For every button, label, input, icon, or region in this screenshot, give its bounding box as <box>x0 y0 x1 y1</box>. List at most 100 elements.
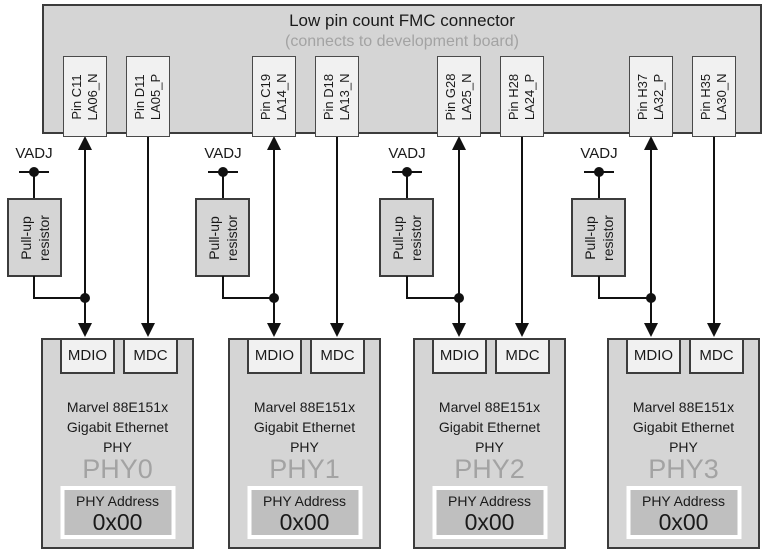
pullup-resistor-box: Pull-up resistor <box>571 198 626 277</box>
fmc-pin-box-h28: Pin H28 LA24_P <box>500 56 544 137</box>
phy0-chip-box: MDIO MDC Marvel 88E151x Gigabit Ethernet… <box>41 338 194 549</box>
mdc-port: MDC <box>310 338 365 374</box>
mdio-port: MDIO <box>247 338 302 374</box>
mdio-port: MDIO <box>432 338 487 374</box>
pin-signal: LA06_N <box>85 73 100 120</box>
junction-dot <box>269 293 279 303</box>
resistor-out-wire <box>222 276 224 299</box>
pin-signal: LA13_N <box>337 73 352 120</box>
resistor-junction-wire <box>222 297 275 299</box>
mdio-arrow-down-icon <box>78 323 92 337</box>
pin-number: Pin C19 <box>258 73 273 120</box>
pullup-resistor-label: Pull-up resistor <box>581 214 616 261</box>
pin-signal: LA24_P <box>522 73 537 120</box>
resistor-out-wire <box>406 276 408 299</box>
pin-label: Pin C11 LA06_N <box>69 58 101 136</box>
phy-address-box: PHY Address 0x00 <box>432 486 547 539</box>
mdio-arrow-down-icon <box>267 323 281 337</box>
mdio-arrow-down-icon <box>644 323 658 337</box>
fmc-pin-box-h37: Pin H37 LA32_P <box>629 56 673 137</box>
mdc-wire <box>336 136 338 327</box>
vadj-label: VADJ <box>580 145 618 162</box>
pin-label: Pin D18 LA13_N <box>321 58 353 136</box>
vadj-node-dot <box>594 167 604 177</box>
pin-number: Pin H28 <box>506 73 521 120</box>
pullup-resistor-label: Pull-up resistor <box>205 214 240 261</box>
fmc-pin-box-d11: Pin D11 LA05_P <box>126 56 170 137</box>
phy-chip-name: Marvel 88E151x Gigabit Ethernet PHY <box>438 399 541 455</box>
mdio-arrow-down-icon <box>452 323 466 337</box>
pullup-resistor-label: Pull-up resistor <box>389 214 424 261</box>
phy-address-label: PHY Address <box>75 493 159 509</box>
pin-label: Pin G28 LA25_N <box>443 58 475 136</box>
phy3-chip-box: MDIO MDC Marvel 88E151x Gigabit Ethernet… <box>607 338 760 549</box>
pin-label: Pin C19 LA14_N <box>258 58 290 136</box>
vadj-label: VADJ <box>388 145 426 162</box>
mdc-arrow-down-icon <box>707 323 721 337</box>
vadj-stem-wire <box>222 172 224 199</box>
pullup-resistor-box: Pull-up resistor <box>195 198 250 277</box>
vadj-label: VADJ <box>204 145 242 162</box>
pin-signal: LA25_N <box>459 73 474 120</box>
phy-id-label: PHY1 <box>269 454 340 484</box>
vadj-label: VADJ <box>15 145 53 162</box>
phy1-chip-box: MDIO MDC Marvel 88E151x Gigabit Ethernet… <box>228 338 381 549</box>
junction-dot <box>454 293 464 303</box>
mdc-port: MDC <box>123 338 178 374</box>
mdio-wire <box>458 147 460 327</box>
mdc-wire <box>521 136 523 327</box>
phy-id-label: PHY2 <box>454 454 525 484</box>
fmc-pin-box-g28: Pin G28 LA25_N <box>437 56 481 137</box>
phy-address-value: 0x00 <box>464 509 515 535</box>
resistor-junction-wire <box>406 297 460 299</box>
mdc-port: MDC <box>495 338 550 374</box>
phy-chip-name: Marvel 88E151x Gigabit Ethernet PHY <box>66 399 169 455</box>
pin-number: Pin H35 <box>698 73 713 120</box>
mdc-wire <box>147 136 149 327</box>
mdio-wire <box>650 147 652 327</box>
pin-number: Pin D11 <box>132 73 147 120</box>
mdc-arrow-down-icon <box>515 323 529 337</box>
phy-chip-name: Marvel 88E151x Gigabit Ethernet PHY <box>253 399 356 455</box>
mdio-wire <box>273 147 275 327</box>
fmc-pin-box-c11: Pin C11 LA06_N <box>63 56 107 137</box>
pin-number: Pin H37 <box>635 73 650 120</box>
pullup-resistor-label: Pull-up resistor <box>17 214 52 261</box>
pin-label: Pin H28 LA24_P <box>506 58 538 136</box>
phy-address-label: PHY Address <box>641 493 725 509</box>
vadj-stem-wire <box>598 172 600 199</box>
vadj-stem-wire <box>33 172 35 199</box>
pin-number: Pin G28 <box>443 73 458 120</box>
pin-label: Pin D11 LA05_P <box>132 58 164 136</box>
pin-signal: LA14_N <box>274 73 289 120</box>
mdio-arrow-up-icon <box>644 136 658 150</box>
phy2-chip-box: MDIO MDC Marvel 88E151x Gigabit Ethernet… <box>413 338 566 549</box>
pin-signal: LA32_P <box>651 73 666 120</box>
mdc-wire <box>713 136 715 327</box>
mdio-port: MDIO <box>626 338 681 374</box>
phy-address-value: 0x00 <box>279 509 330 535</box>
pullup-resistor-box: Pull-up resistor <box>379 198 434 277</box>
phy-address-label: PHY Address <box>262 493 346 509</box>
pin-signal: LA30_N <box>714 73 729 120</box>
fmc-connector-subtitle: (connects to development board) <box>285 33 519 50</box>
vadj-stem-wire <box>406 172 408 199</box>
vadj-node-dot <box>218 167 228 177</box>
mdio-arrow-up-icon <box>452 136 466 150</box>
phy-address-label: PHY Address <box>447 493 531 509</box>
junction-dot <box>646 293 656 303</box>
resistor-junction-wire <box>598 297 652 299</box>
resistor-junction-wire <box>33 297 86 299</box>
fmc-pin-box-d18: Pin D18 LA13_N <box>315 56 359 137</box>
vadj-node-dot <box>29 167 39 177</box>
mdio-arrow-up-icon <box>78 136 92 150</box>
pin-number: Pin D18 <box>321 73 336 120</box>
pullup-resistor-box: Pull-up resistor <box>7 198 62 277</box>
mdio-wire <box>84 147 86 327</box>
pin-label: Pin H35 LA30_N <box>698 58 730 136</box>
fmc-pin-box-c19: Pin C19 LA14_N <box>252 56 296 137</box>
phy-address-value: 0x00 <box>92 509 143 535</box>
pin-number: Pin C11 <box>69 73 84 120</box>
pin-label: Pin H37 LA32_P <box>635 58 667 136</box>
